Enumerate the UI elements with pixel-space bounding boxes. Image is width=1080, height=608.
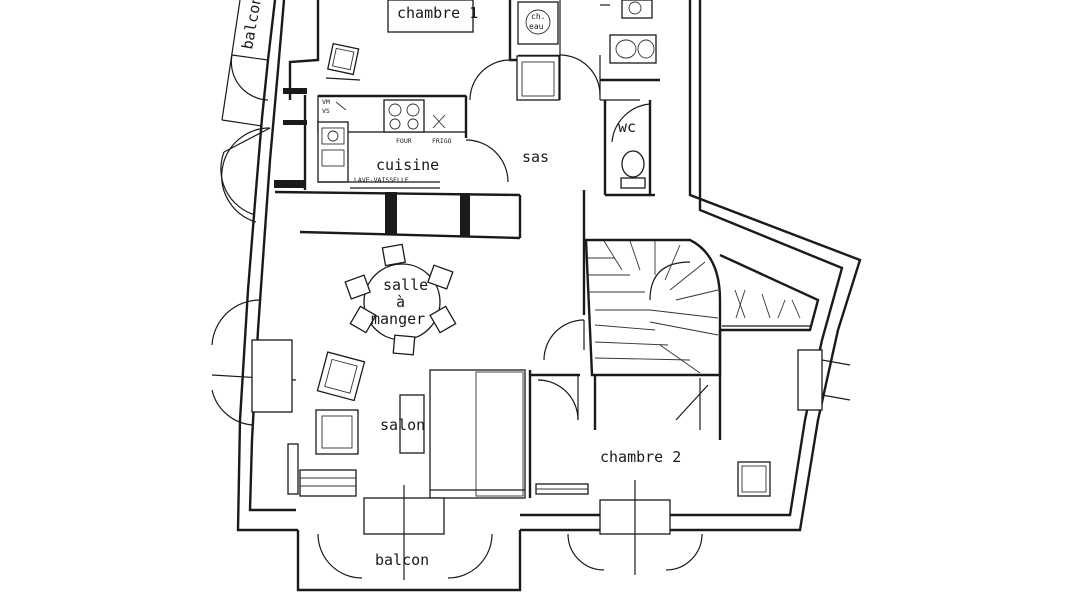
label-frigo: FRIGO	[432, 137, 452, 145]
bathroom	[516, 0, 660, 101]
chambre2-partitions	[528, 319, 771, 498]
right-window	[797, 349, 851, 411]
label-sas: sas	[522, 148, 549, 166]
dining-table	[344, 243, 457, 356]
label-manger: manger	[371, 310, 425, 328]
closet	[718, 253, 820, 440]
label-chambre-1: chambre 1	[397, 4, 478, 22]
label-balcon-bottom: balcon	[375, 551, 429, 569]
label-cuisine: cuisine	[376, 156, 439, 174]
left-wall-openings	[211, 127, 306, 426]
label-wc: wc	[618, 118, 636, 136]
label-ch: ch.	[531, 12, 545, 21]
salon-furniture	[287, 351, 526, 499]
label-four: FOUR	[396, 137, 412, 145]
balcony-left	[221, 0, 269, 127]
label-salon: salon	[380, 416, 425, 434]
staircase	[584, 238, 722, 430]
labels: chambre 1 cuisine sas wc salle à manger …	[238, 0, 681, 569]
label-salle: salle	[383, 276, 428, 294]
outer-walls	[236, 0, 862, 592]
label-lave-vaisselle: LAVE-VAISSELLE	[354, 176, 409, 184]
label-balcon-left: balcon	[238, 0, 265, 51]
label-eau: eau	[529, 22, 544, 31]
label-chambre-2: chambre 2	[600, 448, 681, 466]
label-vm: VM	[322, 98, 330, 106]
chambre-1	[288, 0, 522, 100]
wc	[603, 100, 655, 197]
sas	[274, 59, 586, 315]
label-vs: VS	[322, 107, 330, 115]
bottom-openings	[317, 480, 703, 580]
label-a: à	[396, 293, 405, 311]
kitchen	[283, 88, 509, 190]
